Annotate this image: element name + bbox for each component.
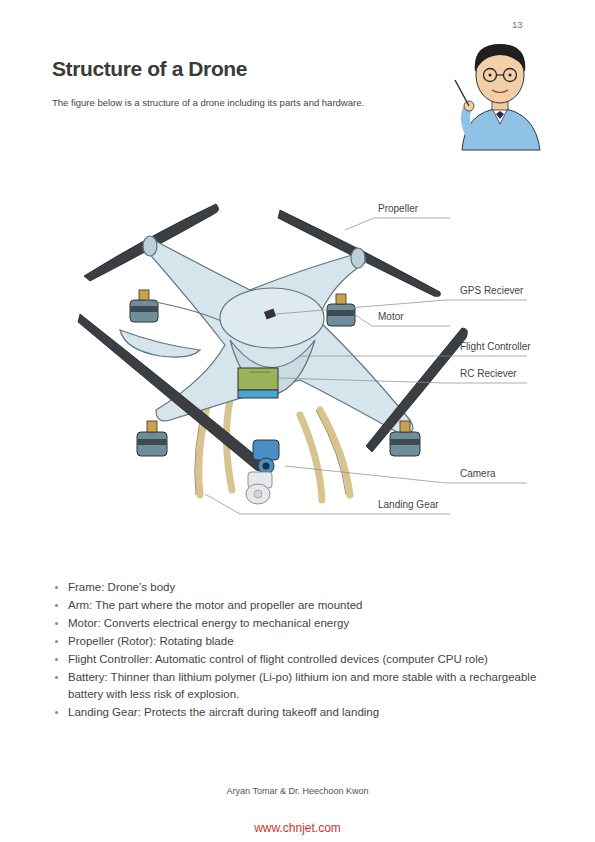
part-label: Flight Controller [460,341,531,352]
battery [238,368,278,398]
bullet-item: Battery: Thinner than lithium polymer (L… [52,669,542,703]
bullet-dot [55,658,58,661]
bullet-item: Propeller (Rotor): Rotating blade [52,633,542,650]
part-label: GPS Reciever [460,285,523,296]
bullet-text: Motor: Converts electrical energy to mec… [68,617,349,629]
part-label: Camera [460,468,496,479]
part-label: Propeller [378,203,418,214]
footer-author: Aryan Tomar & Dr. Heechoon Kwon [0,786,595,796]
bullet-item: Arm: The part where the motor and propel… [52,597,542,614]
bullet-dot [55,622,58,625]
bullet-text: Flight Controller: Automatic control of … [68,653,488,665]
bullet-text: Battery: Thinner than lithium polymer (L… [68,671,536,700]
page-title: Structure of a Drone [52,57,247,81]
landing-gear [199,395,350,500]
bullet-dot [55,676,58,679]
bullet-dot [55,640,58,643]
intro-text: The figure below is a structure of a dro… [52,96,372,109]
part-label: Landing Gear [378,499,439,510]
leader-line [205,218,527,514]
propeller-blades [78,314,467,471]
bullet-text: Arm: The part where the motor and propel… [68,599,362,611]
bullet-item: Flight Controller: Automatic control of … [52,651,542,668]
bullet-item: Frame: Drone’s body [52,579,542,596]
bullet-list: Frame: Drone’s bodyArm: The part where t… [52,579,542,722]
bullet-item: Landing Gear: Protects the aircraft duri… [52,704,542,721]
drone-frame [120,236,413,436]
presenter-cartoon [455,44,540,150]
watermark: www.chnjet.com [0,821,595,835]
bullet-text: Landing Gear: Protects the aircraft duri… [68,706,379,718]
bullet-item: Motor: Converts electrical energy to mec… [52,615,542,632]
page-number: 13 [512,19,523,30]
bullet-text: Propeller (Rotor): Rotating blade [68,635,234,647]
gps-receiver [264,309,276,320]
camera [246,440,279,504]
part-label: Motor [378,311,404,322]
part-label: RC Reciever [460,368,517,379]
bullet-dot [55,586,58,589]
bullet-dot [55,711,58,714]
bullet-dot [55,604,58,607]
bullet-text: Frame: Drone’s body [68,581,175,593]
